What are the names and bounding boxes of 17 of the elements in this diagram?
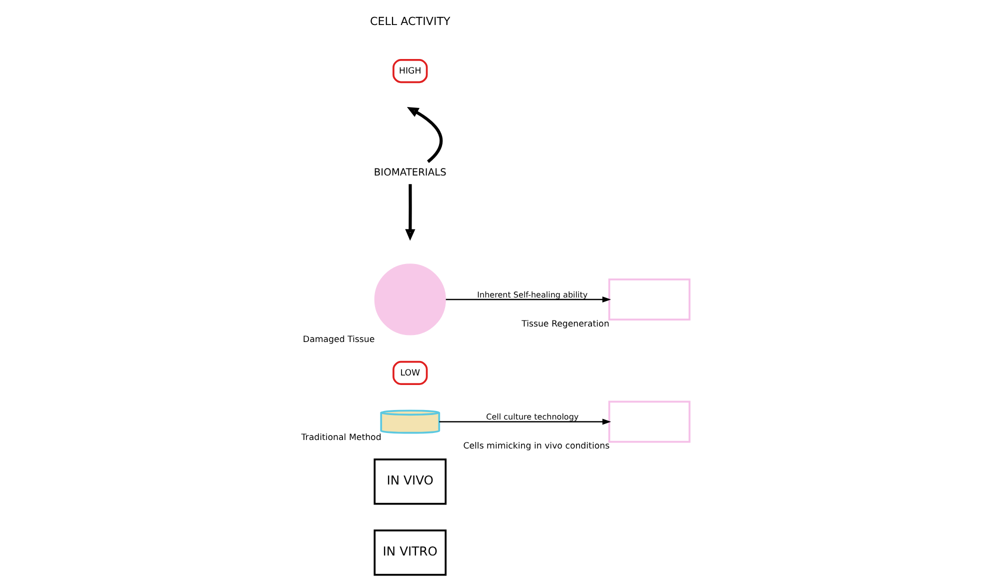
node-label: Damaged Tissue — [302, 334, 375, 345]
node-box: IN VITRO — [374, 529, 447, 576]
node-box — [608, 400, 690, 443]
node-label: Cells mimicking in vivo conditions — [463, 442, 610, 452]
arrow — [406, 106, 443, 163]
node-box — [608, 278, 690, 320]
node-box: LOW — [392, 360, 428, 385]
node-label: Traditional Method — [301, 432, 382, 443]
arrow — [446, 296, 612, 303]
node-box: HIGH — [392, 59, 428, 84]
node-label: Tissue Regeneration — [522, 319, 610, 330]
arrow — [439, 418, 612, 425]
label: CELL ACTIVITY — [370, 14, 450, 28]
node-box: IN VIVO — [374, 458, 447, 505]
arrow — [405, 184, 416, 241]
node-text: BIOMATERIALS — [374, 167, 446, 178]
node-cloud — [374, 264, 446, 336]
